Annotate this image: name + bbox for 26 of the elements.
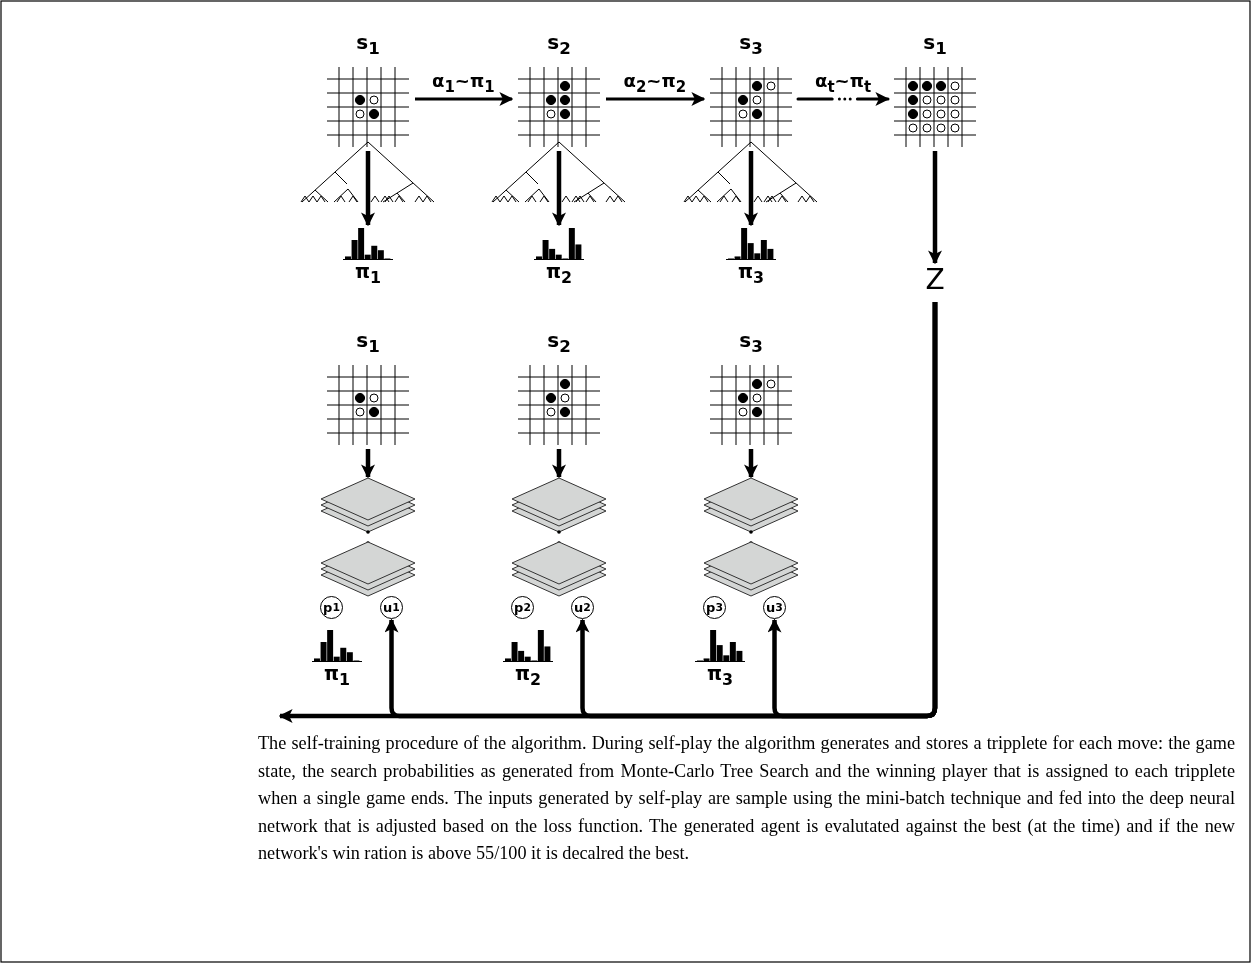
arrow xyxy=(796,92,890,106)
arrow xyxy=(606,92,706,106)
outcome-label: Z xyxy=(921,264,949,296)
arrow xyxy=(928,151,942,265)
state-label: s$_{3}$ xyxy=(738,328,764,358)
arrow xyxy=(552,151,566,227)
policy-label: π$_{3}$ xyxy=(736,260,765,289)
arrow xyxy=(552,449,566,479)
policy-label: π$_{1}$ xyxy=(353,260,382,289)
state-label: s$_{2}$ xyxy=(546,30,572,60)
policy-label: π$_{2}$ xyxy=(513,662,542,691)
policy-label: π$_{1}$ xyxy=(322,662,351,691)
policy-label: π$_{3}$ xyxy=(705,662,734,691)
state-label: s$_{2}$ xyxy=(546,328,572,358)
arrow xyxy=(278,302,938,723)
state-label: s$_{1}$ xyxy=(355,30,381,60)
arrow xyxy=(361,151,375,227)
arrow xyxy=(415,92,514,106)
arrow xyxy=(744,449,758,479)
state-label: s$_{3}$ xyxy=(738,30,764,60)
state-label: s$_{1}$ xyxy=(355,328,381,358)
arrow xyxy=(744,151,758,227)
state-label: s$_{1}$ xyxy=(922,30,948,60)
policy-label: π$_{2}$ xyxy=(544,260,573,289)
arrow xyxy=(361,449,375,479)
caption: The self-training procedure of the algorithm. During self-play the algorithm generates and stores a tripplete for each move: the game state, the search probabilities as generated from Monte-Carlo Tree Search and the winning player that is assigned to each tripplete when a single game ends. The inputs generated by self-play are sample using the mini-batch technique and fed into the deep neural network that is adjusted based on the loss function. The generated agent is evalutated against the best (at the time) and if the new network's win ration is above 55/100 it is decalred the best. xyxy=(258,732,1235,865)
